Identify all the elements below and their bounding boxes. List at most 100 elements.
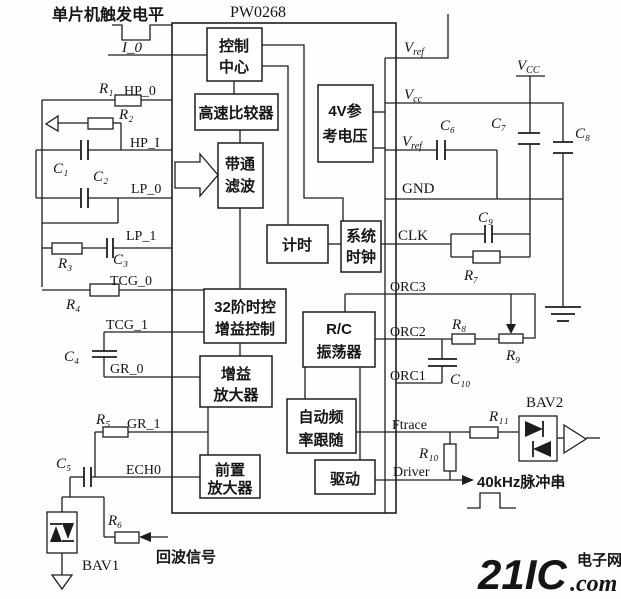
- label-r5: R₅: [95, 412, 110, 428]
- chip-outline: [171, 22, 397, 514]
- resistor-r11: [469, 426, 499, 439]
- vcc-rail-label: VCC: [517, 58, 540, 76]
- chip-title: PW0268: [230, 4, 286, 21]
- label-c1: C₁: [53, 161, 68, 177]
- label-c4: C₄: [64, 349, 79, 365]
- label-c6: C₆: [440, 118, 455, 134]
- pin-label-vref-top: Vref: [404, 40, 425, 58]
- label-control-center-2: 中心: [219, 58, 249, 76]
- watermark-domain: .com: [570, 571, 617, 597]
- echo-arrowhead: [139, 532, 151, 542]
- amp-triangle-icon: [44, 114, 59, 133]
- block-timer: [266, 224, 329, 264]
- label-comparator: 高速比较器: [198, 104, 274, 122]
- label-afc: 自动频: [298, 408, 343, 426]
- pin-label-tcg0: TCG_0: [110, 274, 152, 289]
- block-vref4: [317, 84, 374, 163]
- label-c2: C₂: [93, 169, 108, 185]
- ground-symbol-left: [50, 574, 74, 591]
- component-labels: R₁ R₂ R₃ R₄ R₅ R₆ R₇ R₈ R₉ R₁₀ R₁₁ C₁ C₂…: [53, 81, 590, 529]
- resistor-r10: [443, 443, 457, 472]
- label-r11: R₁₁: [488, 409, 509, 425]
- pin-label-lp0: LP_0: [131, 182, 161, 197]
- label-tgc: 32阶时控: [214, 298, 276, 316]
- block-rc-osc: [302, 311, 376, 368]
- label-driver: 驱动: [330, 470, 360, 488]
- label-preamp-2: 放大器: [206, 479, 253, 497]
- block-afc: [286, 398, 357, 454]
- pulse-arrowhead: [462, 475, 474, 485]
- diode-bav1: [46, 511, 78, 554]
- right-pin-labels: Vref Vcc Vref GND CLK ORC3 ORC2 ORC1 Ftr…: [390, 40, 540, 480]
- wires: [35, 14, 600, 575]
- label-bav2: BAV2: [526, 395, 563, 411]
- label-r9: R₉: [505, 348, 520, 364]
- resistor-r7: [472, 250, 501, 264]
- watermark: 21IC 电子网 .com: [477, 551, 621, 598]
- pin-label-hp0: HP_0: [124, 84, 156, 99]
- block-driver: [314, 459, 376, 495]
- label-gain-amp-2: 放大器: [212, 386, 259, 404]
- bandpass-input-arrow: [174, 152, 219, 198]
- pin-label-orc3: ORC3: [390, 280, 426, 295]
- block-tgc: [203, 288, 287, 344]
- pin-label-gr0: GR_0: [110, 362, 143, 377]
- pin-label-gnd: GND: [402, 181, 435, 197]
- output-pulse-waveform: [467, 492, 516, 509]
- ground-symbol-right: [545, 306, 581, 322]
- resistor-r8: [451, 333, 476, 345]
- label-tgc-2: 增益控制: [215, 320, 275, 338]
- function-blocks: [194, 27, 382, 499]
- label-bandpass: 带通: [225, 156, 255, 173]
- pin-label-ftrace: Ftrace: [392, 418, 427, 433]
- pin-label-tcg1: TCG_1: [106, 318, 148, 333]
- label-r3: R₃: [57, 256, 72, 272]
- label-r4: R₄: [65, 297, 80, 313]
- echo-signal-label: 回波信号: [156, 548, 216, 566]
- label-control-center: 控制: [219, 37, 249, 55]
- transducer-triangle-icon: [563, 423, 588, 455]
- label-rc-osc: R/C: [326, 321, 352, 338]
- label-gain-amp: 增益: [221, 365, 251, 383]
- label-timer: 计时: [282, 236, 312, 254]
- trigger-pulse-waveform: [112, 24, 172, 41]
- label-c3: C₃: [113, 252, 128, 268]
- label-rc-osc-2: 振荡器: [316, 343, 362, 361]
- resistor-r6: [114, 531, 140, 544]
- label-afc-2: 率跟随: [298, 431, 343, 449]
- diode-bav2: [518, 415, 558, 462]
- label-c5: C₅: [56, 456, 71, 472]
- block-preamp: [199, 454, 261, 499]
- label-c8: C₈: [575, 126, 590, 142]
- watermark-site: 电子网: [577, 551, 621, 569]
- label-bandpass-2: 滤波: [225, 177, 256, 195]
- left-pin-labels: I_0 HP_0 HP_I LP_0 LP_1 TCG_0 TCG_1 GR_0…: [106, 40, 161, 478]
- pin-label-orc1: ORC1: [390, 369, 426, 384]
- label-vref4: 4V参: [328, 102, 362, 120]
- pin-label-clk: CLK: [398, 228, 428, 244]
- label-c7: C₇: [491, 116, 506, 132]
- pin-label-vref-mid: Vref: [402, 134, 423, 152]
- mcu-trigger-label: 单片机触发电平: [52, 5, 164, 24]
- pin-label-hpi: HP_I: [130, 136, 160, 151]
- label-r1: R₁: [98, 81, 113, 97]
- resistor-r5: [102, 426, 129, 438]
- label-vref4-2: 考电压: [322, 127, 367, 145]
- label-sysclock-2: 时钟: [346, 248, 376, 266]
- block-gain-amp: [199, 355, 273, 408]
- label-r6: R₆: [107, 513, 122, 529]
- pulse-train-label: 40kHz脉冲串: [477, 473, 565, 491]
- label-r10: R₁₀: [418, 446, 439, 462]
- block-sysclock: [340, 220, 382, 273]
- label-c9: C₉: [478, 210, 493, 226]
- block-comparator: [194, 93, 279, 131]
- block-control-center: [206, 27, 263, 82]
- label-r7: R₇: [463, 268, 478, 284]
- watermark-brand: 21IC: [477, 551, 567, 598]
- pin-label-driver: Driver: [393, 465, 430, 480]
- resistor-r2: [87, 117, 114, 130]
- label-preamp: 前置: [215, 461, 245, 479]
- label-sysclock: 系统: [346, 227, 376, 245]
- pin-label-i0: I_0: [121, 40, 142, 56]
